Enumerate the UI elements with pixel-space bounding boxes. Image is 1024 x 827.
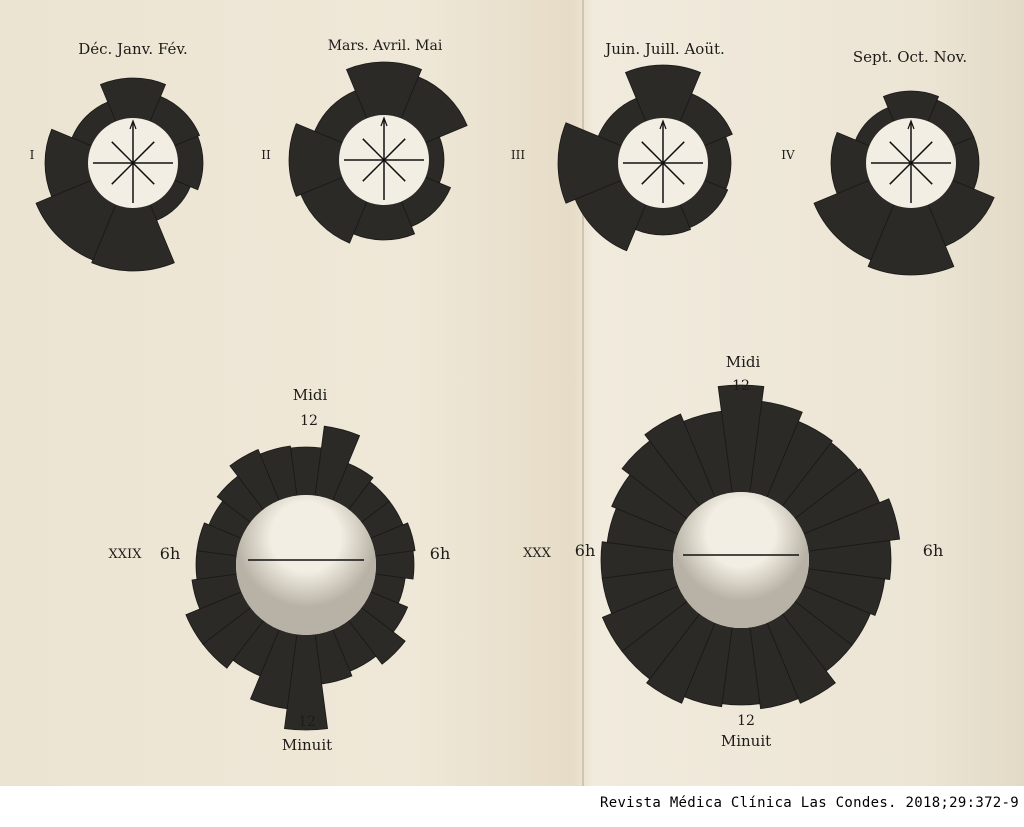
compass-star-icon bbox=[111, 141, 134, 164]
daily-2-top-hour: 12 bbox=[732, 378, 750, 394]
north-arrow-icon bbox=[129, 119, 137, 130]
daily-2-left-hour: 6h bbox=[574, 541, 596, 560]
compass-star-icon bbox=[132, 162, 155, 185]
daily-2-dial bbox=[673, 492, 809, 628]
rose-3-title: Juin. Juill. Aoüt. bbox=[605, 40, 725, 58]
compass-star-icon bbox=[362, 159, 385, 182]
daily-2-bottom-hour: 12 bbox=[737, 713, 755, 729]
compass-star-icon bbox=[362, 138, 385, 161]
compass-star-icon bbox=[641, 141, 664, 164]
north-arrow-icon bbox=[907, 119, 915, 130]
compass-star-icon bbox=[662, 162, 685, 185]
daily-1-left-hour: 6h bbox=[159, 544, 181, 563]
rose-diagrams bbox=[35, 61, 995, 731]
compass-star-icon bbox=[910, 141, 933, 164]
rose-2-numeral: II bbox=[261, 148, 271, 162]
compass-star-icon bbox=[132, 141, 155, 164]
daily-1-bottom-label: Minuit bbox=[281, 736, 333, 754]
compass-star-icon bbox=[910, 162, 933, 185]
rose-1-title: Déc. Janv. Fév. bbox=[78, 40, 188, 58]
rose-4-title: Sept. Oct. Nov. bbox=[852, 48, 968, 66]
source-caption: Revista Médica Clínica Las Condes. 2018;… bbox=[600, 795, 1019, 811]
compass-star-icon bbox=[662, 141, 685, 164]
compass-star-icon bbox=[889, 141, 912, 164]
rose-1-numeral: I bbox=[29, 148, 35, 162]
daily-2-bottom-label: Minuit bbox=[720, 732, 772, 750]
daily-1-bottom-hour: 12 bbox=[298, 714, 316, 730]
daily-1-top-hour: 12 bbox=[300, 413, 318, 429]
daily-1-top-label: Midi bbox=[292, 386, 328, 404]
compass-star-icon bbox=[383, 159, 406, 182]
page-fold bbox=[582, 0, 584, 786]
compass-star-icon bbox=[889, 162, 912, 185]
daily-1-right-hour: 6h bbox=[429, 544, 451, 563]
compass-star-icon bbox=[641, 162, 664, 185]
compass-star-icon bbox=[383, 138, 406, 161]
daily-1-dial bbox=[236, 495, 376, 635]
compass-star-icon bbox=[111, 162, 134, 185]
daily-2-right-hour: 6h bbox=[922, 541, 944, 560]
daily-2-numeral: XXX bbox=[523, 546, 551, 561]
rose-2-title: Mars. Avril. Mai bbox=[327, 38, 443, 54]
north-arrow-icon bbox=[659, 119, 667, 130]
daily-2-top-label: Midi bbox=[725, 353, 761, 371]
daily-1-numeral: XXIX bbox=[108, 547, 142, 562]
rose-4-numeral: IV bbox=[781, 148, 795, 162]
north-arrow-icon bbox=[380, 116, 388, 127]
rose-3-numeral: III bbox=[510, 148, 526, 162]
